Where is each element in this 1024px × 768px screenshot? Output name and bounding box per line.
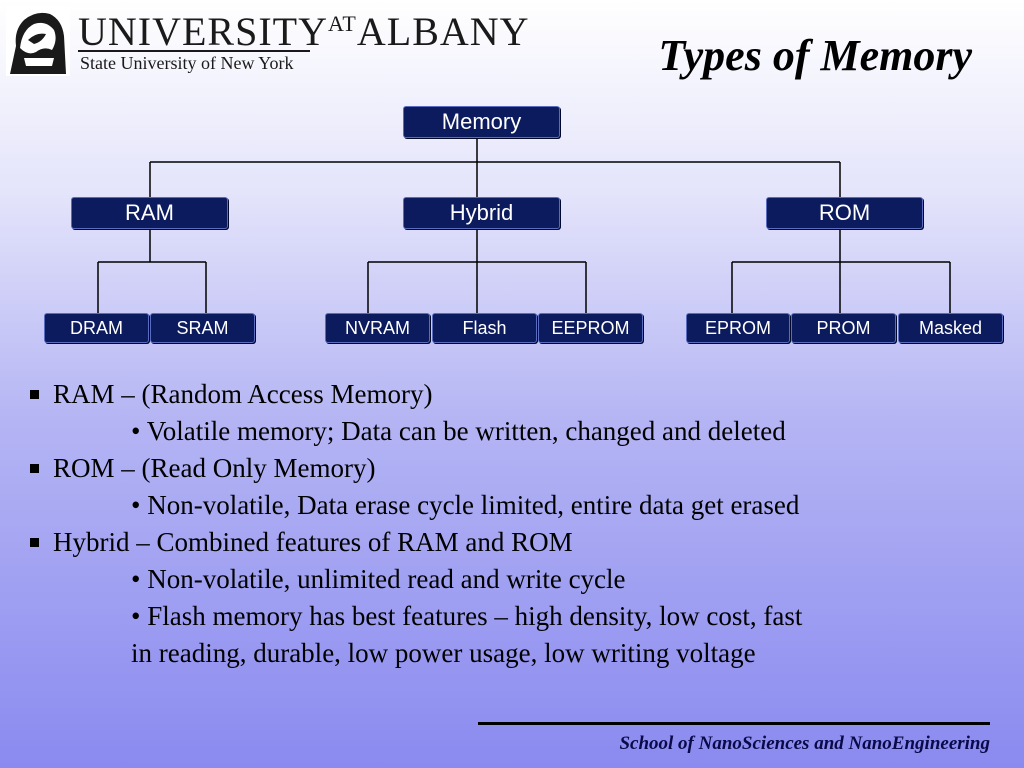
square-bullet-icon bbox=[30, 538, 39, 547]
bullet-ram-text: RAM – (Random Access Memory) bbox=[53, 379, 433, 409]
square-bullet-icon bbox=[30, 464, 39, 473]
bullet-list: RAM – (Random Access Memory) • Volatile … bbox=[28, 376, 998, 672]
node-eprom: EPROM bbox=[686, 313, 790, 343]
university-logo: UNIVERSITYATALBANY State University of N… bbox=[4, 4, 544, 76]
logo-rule bbox=[78, 50, 310, 52]
logo-albany: ALBANY bbox=[356, 9, 530, 54]
node-hybrid: Hybrid bbox=[403, 197, 560, 229]
bullet-hybrid-detail-1: • Non-volatile, unlimited read and write… bbox=[131, 564, 626, 594]
logo-university: UNIVERSITY bbox=[78, 9, 328, 54]
footer-text: School of NanoSciences and NanoEngineeri… bbox=[619, 733, 990, 754]
logo-at: AT bbox=[327, 11, 357, 36]
bullet-hybrid: Hybrid – Combined features of RAM and RO… bbox=[28, 524, 998, 561]
node-flash: Flash bbox=[432, 313, 537, 343]
bullet-hybrid-detail-2-line1: • Flash memory has best features – high … bbox=[131, 601, 803, 631]
bullet-rom-detail: • Non-volatile, Data erase cycle limited… bbox=[131, 490, 800, 520]
bullet-ram: RAM – (Random Access Memory) bbox=[28, 376, 998, 413]
footer-rule bbox=[478, 722, 990, 725]
node-ram: RAM bbox=[71, 197, 228, 229]
node-nvram: NVRAM bbox=[325, 313, 430, 343]
hierarchy-connectors bbox=[97, 138, 951, 313]
node-masked: Masked bbox=[898, 313, 1003, 343]
minerva-emblem-icon bbox=[6, 6, 70, 76]
node-prom: PROM bbox=[791, 313, 896, 343]
node-eeprom: EEPROM bbox=[538, 313, 643, 343]
bullet-rom: ROM – (Read Only Memory) bbox=[28, 450, 998, 487]
slide-title: Types of Memory bbox=[658, 31, 972, 80]
logo-wordmark: UNIVERSITYATALBANY bbox=[78, 8, 530, 55]
node-rom: ROM bbox=[766, 197, 923, 229]
bullet-hybrid-detail-2-line2: in reading, durable, low power usage, lo… bbox=[131, 638, 756, 668]
node-sram: SRAM bbox=[150, 313, 255, 343]
square-bullet-icon bbox=[30, 390, 39, 399]
bullet-hybrid-text: Hybrid – Combined features of RAM and RO… bbox=[53, 527, 573, 557]
bullet-ram-detail: • Volatile memory; Data can be written, … bbox=[131, 416, 786, 446]
node-dram: DRAM bbox=[44, 313, 149, 343]
logo-subtitle: State University of New York bbox=[80, 53, 294, 73]
bullet-rom-text: ROM – (Read Only Memory) bbox=[53, 453, 376, 483]
node-memory: Memory bbox=[403, 106, 560, 138]
